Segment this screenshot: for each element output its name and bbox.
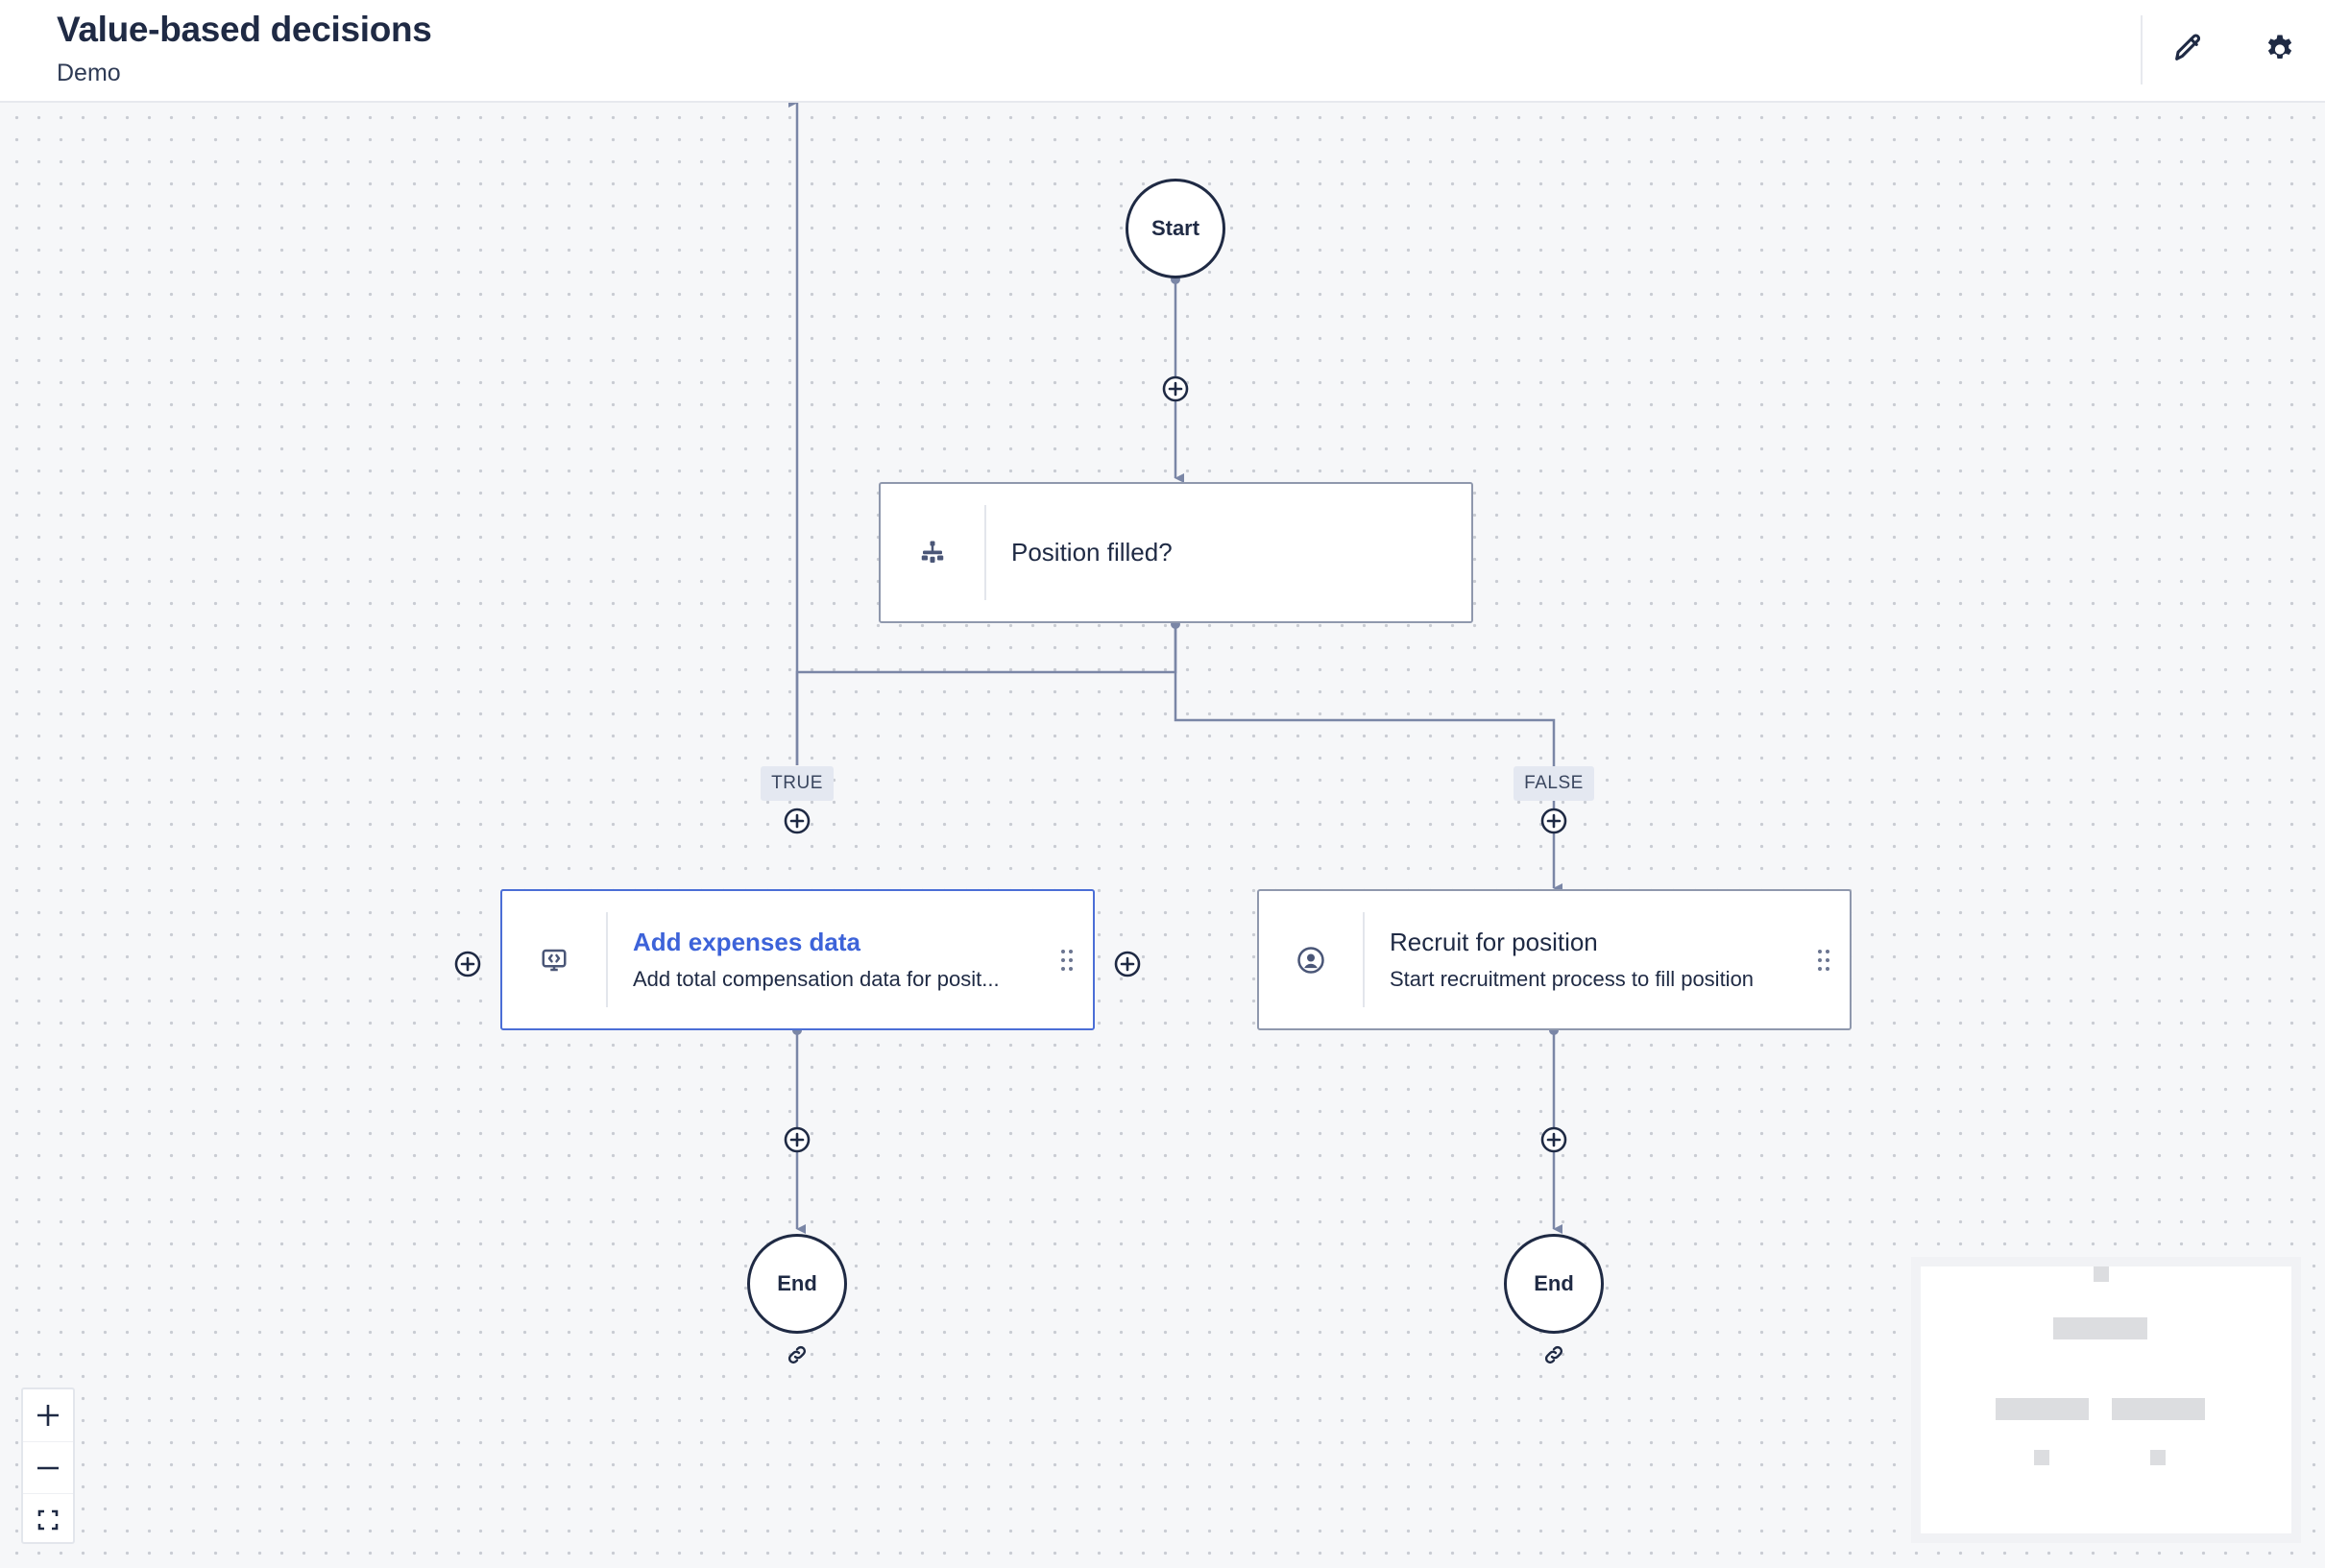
card-divider bbox=[606, 912, 608, 1007]
flow-canvas[interactable]: Start Position filled? TRUE FALSE bbox=[0, 103, 2325, 1568]
step-card-recruit[interactable]: Recruit for position Start recruitment p… bbox=[1257, 889, 1852, 1030]
add-parallel-step-right-button[interactable] bbox=[1112, 949, 1143, 979]
fit-view-button[interactable] bbox=[23, 1493, 73, 1545]
plus-circle-icon bbox=[784, 1126, 811, 1153]
add-step-button[interactable] bbox=[782, 1124, 812, 1155]
pencil-icon bbox=[2175, 34, 2201, 60]
plus-circle-icon bbox=[1114, 951, 1141, 977]
form-screen-icon bbox=[542, 949, 567, 971]
link-icon bbox=[787, 1345, 807, 1364]
decision-icon-slot bbox=[881, 484, 984, 621]
end-label: End bbox=[1534, 1271, 1574, 1295]
settings-button[interactable] bbox=[2253, 21, 2307, 75]
end-label: End bbox=[777, 1271, 817, 1295]
end-node-true[interactable]: End bbox=[747, 1234, 847, 1334]
link-icon bbox=[1544, 1345, 1563, 1364]
user-task-icon bbox=[1297, 946, 1324, 974]
plus-icon bbox=[37, 1404, 59, 1426]
plus-circle-icon bbox=[1162, 375, 1189, 402]
zoom-controls bbox=[21, 1387, 75, 1544]
plus-circle-icon bbox=[454, 951, 481, 977]
minus-icon bbox=[37, 1466, 59, 1469]
decision-card[interactable]: Position filled? bbox=[879, 482, 1473, 623]
start-node[interactable]: Start bbox=[1126, 179, 1225, 278]
zoom-in-button[interactable] bbox=[23, 1389, 73, 1440]
decision-title: Position filled? bbox=[1011, 538, 1173, 567]
add-step-button[interactable] bbox=[1160, 374, 1191, 404]
connect-link-button[interactable] bbox=[1540, 1341, 1567, 1368]
minimap-node bbox=[2034, 1450, 2049, 1465]
minimap-node bbox=[2150, 1450, 2166, 1465]
plus-circle-icon bbox=[1540, 1126, 1567, 1153]
connect-link-button[interactable] bbox=[784, 1341, 811, 1368]
step-icon-slot bbox=[502, 891, 606, 1028]
drag-handle-icon[interactable] bbox=[1817, 949, 1830, 972]
branch-label-false: FALSE bbox=[1514, 766, 1594, 801]
minimap-node bbox=[2112, 1398, 2205, 1420]
decision-branch-icon bbox=[921, 541, 944, 563]
branch-label-true: TRUE bbox=[761, 766, 834, 801]
card-divider bbox=[1363, 912, 1365, 1007]
add-step-button[interactable] bbox=[1538, 806, 1569, 836]
step-icon-slot bbox=[1259, 891, 1363, 1028]
card-divider bbox=[984, 505, 986, 600]
minimap-node bbox=[2053, 1317, 2147, 1339]
minimap-node bbox=[1996, 1398, 2089, 1420]
page-header: Value-based decisions Demo bbox=[0, 0, 2325, 103]
add-parallel-step-left-button[interactable] bbox=[452, 949, 483, 979]
end-node-false[interactable]: End bbox=[1504, 1234, 1604, 1334]
step-card-add-expenses[interactable]: Add expenses data Add total compensation… bbox=[500, 889, 1095, 1030]
plus-circle-icon bbox=[1540, 808, 1567, 834]
start-label: Start bbox=[1150, 216, 1200, 240]
add-step-button[interactable] bbox=[1538, 1124, 1569, 1155]
step-title-link[interactable]: Add expenses data bbox=[633, 928, 860, 956]
page-title: Value-based decisions bbox=[57, 10, 432, 49]
page-subtitle: Demo bbox=[57, 60, 121, 86]
step-description: Add total compensation data for posit... bbox=[633, 967, 1000, 991]
step-description: Start recruitment process to fill positi… bbox=[1390, 967, 1755, 991]
zoom-out-button[interactable] bbox=[23, 1441, 73, 1493]
drag-handle-icon[interactable] bbox=[1060, 949, 1074, 972]
header-divider bbox=[2141, 15, 2143, 84]
step-title: Recruit for position bbox=[1390, 928, 1598, 956]
edit-button[interactable] bbox=[2161, 21, 2215, 75]
minimap[interactable] bbox=[1911, 1257, 2301, 1543]
fit-view-icon bbox=[37, 1509, 59, 1530]
add-step-button[interactable] bbox=[782, 806, 812, 836]
minimap-node bbox=[2094, 1266, 2109, 1282]
plus-circle-icon bbox=[784, 808, 811, 834]
gear-icon bbox=[2267, 35, 2292, 59]
